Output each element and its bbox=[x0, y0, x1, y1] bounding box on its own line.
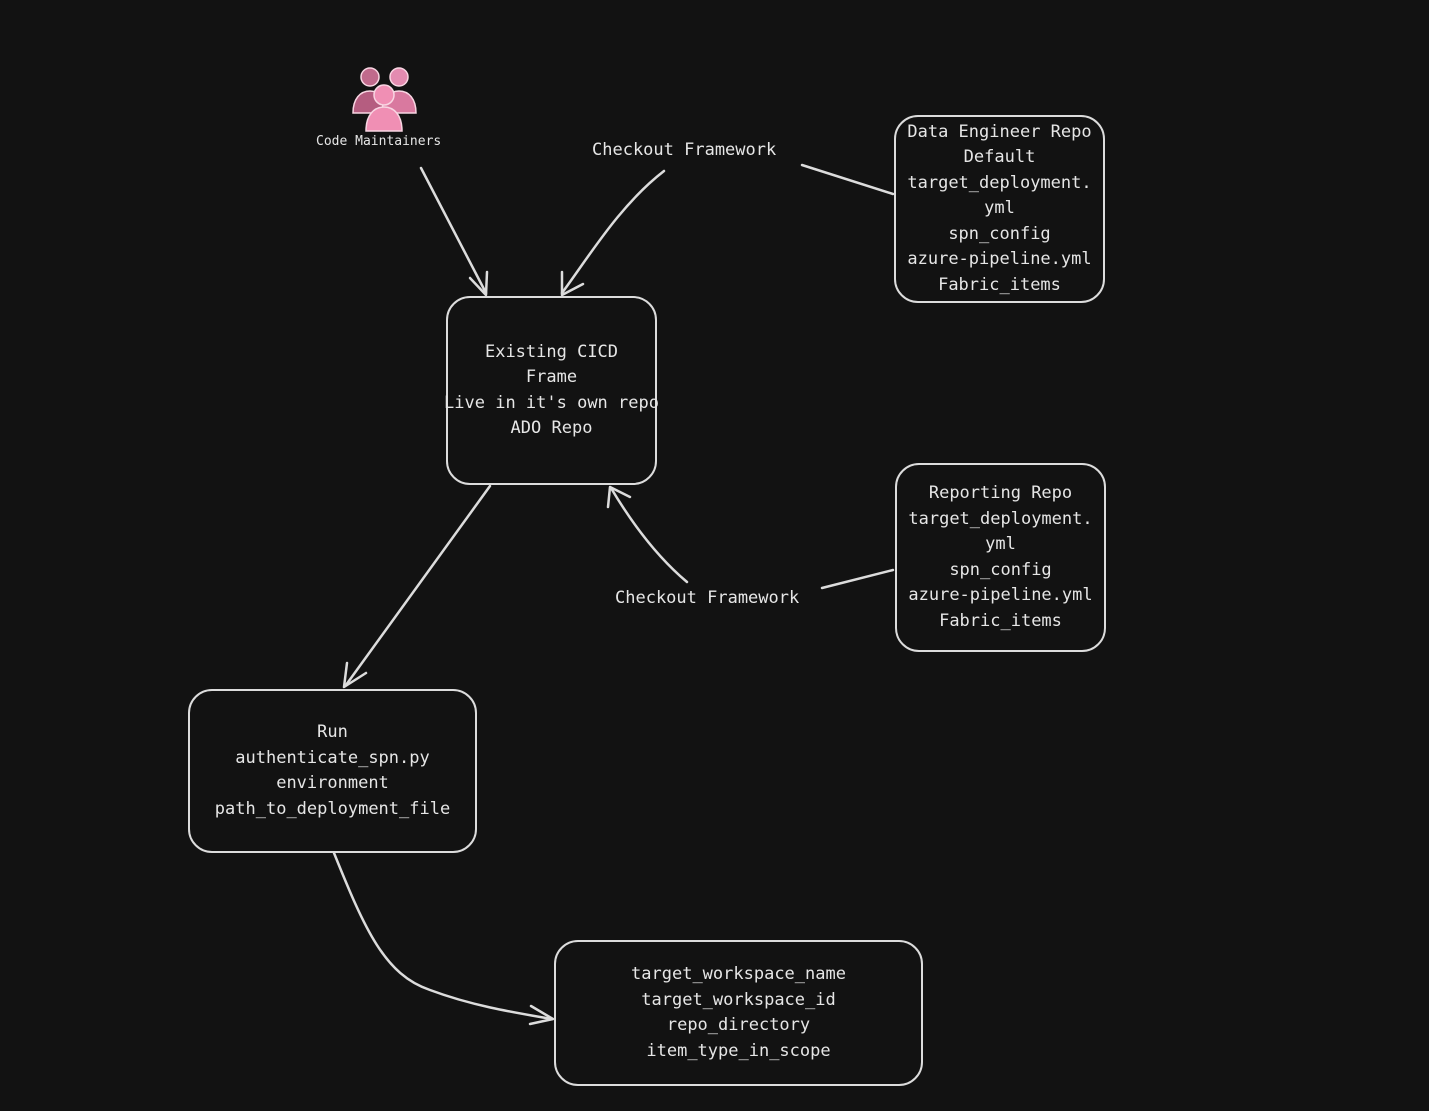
node-line: spn_config bbox=[949, 559, 1052, 580]
node-line: target_workspace_id bbox=[641, 989, 836, 1010]
arrowhead-maintainers-to-cicd bbox=[468, 270, 489, 297]
node-line: environment bbox=[276, 773, 389, 793]
node-line: path_to_deployment_file bbox=[214, 798, 451, 819]
node-line: target_workspace_name bbox=[631, 964, 846, 984]
arrow-maintainers-to-cicd bbox=[419, 166, 488, 295]
node-line: Existing CICD bbox=[484, 341, 619, 362]
node-line: azure-pipeline.yml bbox=[908, 585, 1093, 605]
users-group-icon bbox=[352, 67, 417, 132]
node-line: Fabric_items bbox=[939, 610, 1062, 631]
actor-label-code-maintainers: Code Maintainers bbox=[316, 134, 442, 149]
connector-data-engineer-to-label bbox=[800, 163, 895, 196]
node-line: Reporting Repo bbox=[928, 483, 1073, 503]
node-line: spn_config bbox=[948, 223, 1051, 244]
arrowhead-run-to-target bbox=[528, 1004, 555, 1026]
edge-label-checkout-bottom: Checkout Framework bbox=[615, 588, 800, 608]
arrowhead-cicd-to-run bbox=[342, 661, 368, 689]
node-line: item_type_in_scope bbox=[646, 1040, 831, 1061]
node-line: yml bbox=[985, 534, 1016, 554]
node-line: repo_directory bbox=[666, 1015, 811, 1035]
node-data-engineer-repo[interactable]: Data Engineer Repo Default target_deploy… bbox=[894, 115, 1105, 303]
arrowhead-checkout-to-cicd-top bbox=[560, 270, 585, 297]
node-line: yml bbox=[984, 198, 1015, 219]
node-line: Run bbox=[317, 722, 348, 742]
node-line: authenticate_spn.py bbox=[235, 747, 430, 768]
node-line: azure-pipeline.yml bbox=[907, 249, 1092, 270]
arrow-checkout-to-cicd-bottom bbox=[609, 486, 689, 584]
node-line: ADO Repo bbox=[510, 418, 593, 438]
arrow-cicd-to-run bbox=[344, 484, 492, 687]
node-line: target_deployment. bbox=[907, 172, 1092, 193]
node-line: Frame bbox=[525, 367, 578, 387]
arrow-run-to-target bbox=[332, 851, 554, 1021]
node-line: target_deployment. bbox=[908, 508, 1093, 529]
node-existing-cicd-frame[interactable]: Existing CICD Frame Live in it's own rep… bbox=[444, 296, 659, 485]
connector-reporting-to-label bbox=[820, 568, 895, 590]
arrowhead-checkout-to-cicd-bottom bbox=[606, 485, 632, 509]
node-reporting-repo[interactable]: Reporting Repo target_deployment. yml sp… bbox=[895, 463, 1106, 652]
node-line: Default bbox=[963, 147, 1036, 168]
edge-label-checkout-top: Checkout Framework bbox=[592, 140, 777, 160]
node-target-workspace[interactable]: target_workspace_name target_workspace_i… bbox=[554, 940, 923, 1086]
node-line: Fabric_items bbox=[938, 274, 1061, 295]
node-line: Data Engineer Repo bbox=[907, 121, 1092, 142]
node-run[interactable]: Run authenticate_spn.py environment path… bbox=[188, 689, 477, 853]
node-line: Live in it's own repo bbox=[444, 392, 659, 413]
arrow-checkout-to-cicd-top bbox=[560, 169, 666, 295]
